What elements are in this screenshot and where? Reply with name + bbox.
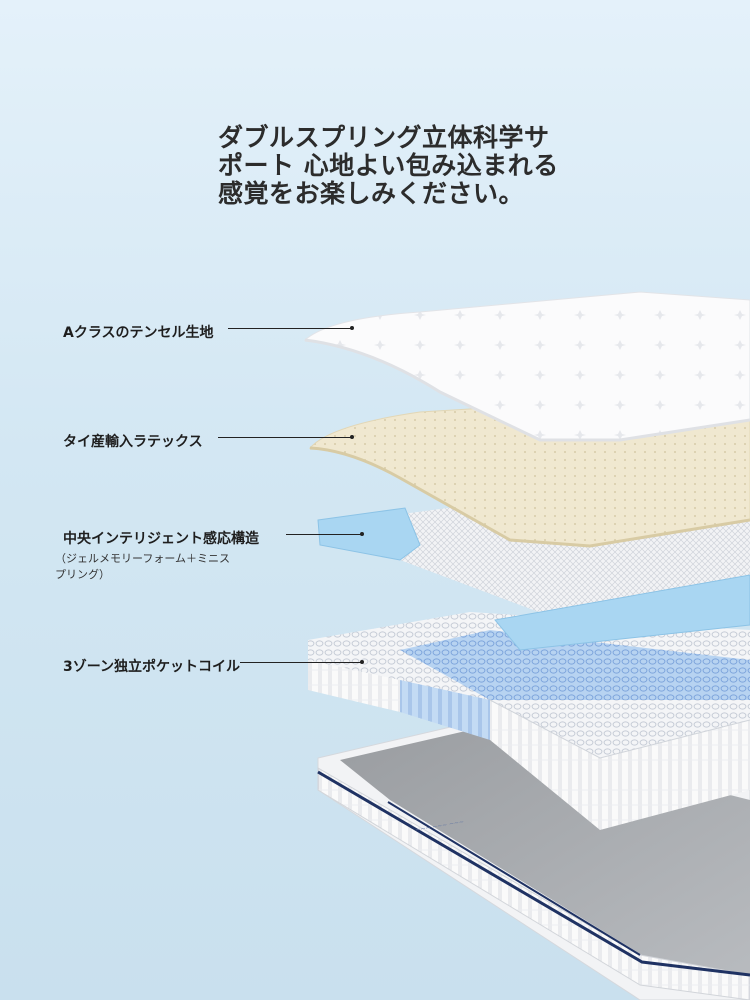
leader-dot-smart-structure xyxy=(360,532,364,536)
headline-line-3: 感覚をお楽しみください。 xyxy=(218,179,525,208)
pocket-coil-layer xyxy=(308,612,750,830)
leader-dot-pocket-coil xyxy=(360,660,364,664)
layer-label-latex: タイ産輸入ラテックス xyxy=(63,434,203,450)
leader-line-smart-structure xyxy=(286,534,362,535)
layer-label-smart-structure: 中央インテリジェント感応構造 xyxy=(63,531,259,547)
layer-label-pocket-coil: 3ゾーン独立ポケットコイル xyxy=(63,659,241,675)
leader-dot-latex xyxy=(350,435,354,439)
leader-dot-tencel xyxy=(350,326,354,330)
leader-line-pocket-coil xyxy=(240,662,362,663)
layer-sublabel-smart-structure: （ジェルメモリーフォーム＋ミニス プリング） xyxy=(55,551,230,583)
tencel-fabric-layer xyxy=(303,291,750,442)
sublabel-line-2: プリング） xyxy=(55,568,110,581)
layer-label-tencel: Aクラスのテンセル生地 xyxy=(63,325,214,341)
leader-line-latex xyxy=(218,437,352,438)
headline-line-1: ダブルスプリング立体科学サ xyxy=(218,123,550,152)
leader-line-tencel xyxy=(228,328,352,329)
headline: ダブルスプリング立体科学サ ポート 心地よい包み込まれる 感覚をお楽しみください… xyxy=(218,124,578,208)
sublabel-line-1: （ジェルメモリーフォーム＋ミニス xyxy=(55,552,231,565)
headline-line-2: ポート 心地よい包み込まれる xyxy=(218,151,559,180)
